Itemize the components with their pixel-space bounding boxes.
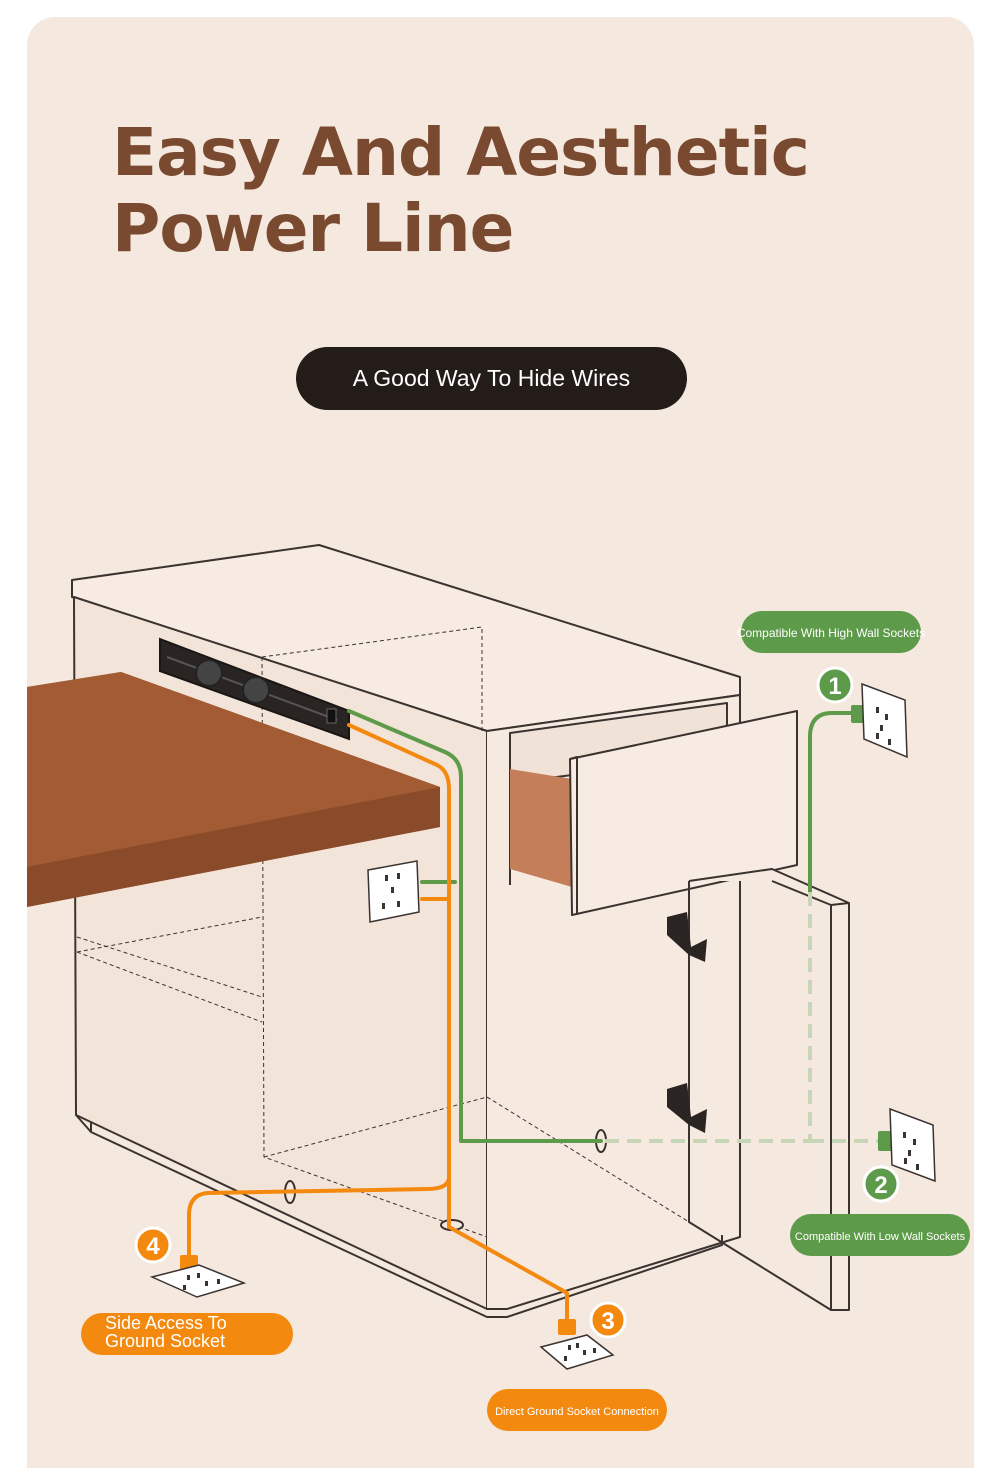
orange-wire bbox=[187, 723, 569, 1321]
cabinet-diagram: 1 2 3 4 Compatible With High Wall Socket… bbox=[27, 544, 970, 1431]
badge-3-number: 3 bbox=[601, 1308, 614, 1335]
green-dashed-wire bbox=[605, 892, 882, 1143]
callout-low-wall-text: Compatible With Low Wall Sockets bbox=[795, 1231, 966, 1243]
callout-side-ground: Side Access To Ground Socket bbox=[81, 1313, 293, 1355]
floor-socket-icon bbox=[149, 1264, 615, 1370]
badge-2-number: 2 bbox=[874, 1172, 887, 1199]
badge-4-number: 4 bbox=[146, 1233, 160, 1260]
badge-2: 2 bbox=[862, 1165, 900, 1203]
page-title: Easy And Aesthetic Power Line bbox=[112, 114, 810, 267]
plug-icon bbox=[180, 1255, 576, 1335]
subtitle-pill: A Good Way To Hide Wires bbox=[296, 347, 687, 410]
callout-high-wall-text: Compatible With High Wall Sockets bbox=[737, 626, 925, 640]
badge-1-number: 1 bbox=[828, 673, 841, 700]
socket-holes bbox=[183, 1273, 596, 1361]
badge-3: 3 bbox=[589, 1301, 627, 1339]
power-strip-icon bbox=[159, 637, 350, 741]
callout-direct-ground: Direct Ground Socket Connection bbox=[487, 1389, 667, 1431]
plug-icon bbox=[851, 705, 894, 1151]
hinge-icon bbox=[667, 912, 707, 1133]
badge-4: 4 bbox=[134, 1226, 172, 1264]
callout-side-ground-text: Side Access To Ground Socket bbox=[105, 1314, 227, 1351]
page-card: Easy And Aesthetic Power Line A Good Way… bbox=[27, 17, 974, 1468]
callout-high-wall: Compatible With High Wall Sockets bbox=[737, 611, 925, 653]
socket-holes bbox=[382, 707, 919, 1170]
badge-1: 1 bbox=[816, 666, 854, 704]
title-line-1: Easy And Aesthetic bbox=[112, 114, 810, 191]
callout-low-wall: Compatible With Low Wall Sockets bbox=[790, 1214, 970, 1256]
desk-top bbox=[27, 672, 440, 907]
callout-direct-ground-text: Direct Ground Socket Connection bbox=[495, 1406, 659, 1418]
title-line-2: Power Line bbox=[112, 190, 514, 267]
